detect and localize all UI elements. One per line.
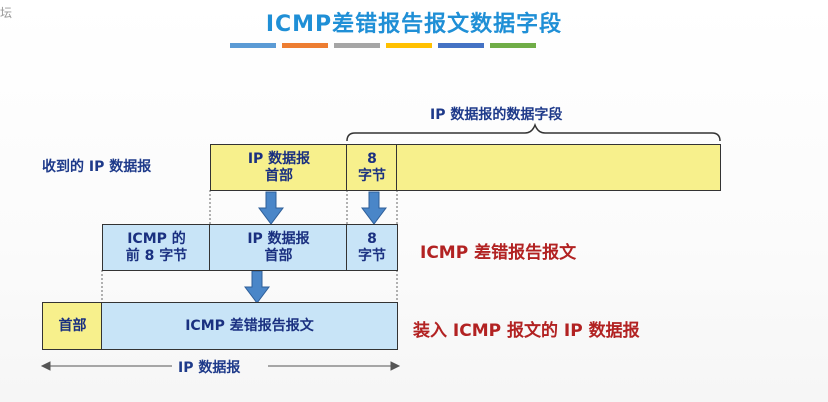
page-title: ICMP差错报告报文数据字段	[265, 12, 563, 37]
accent-bar-2	[282, 43, 328, 48]
received-ip-header-box: IP 数据报 首部	[210, 144, 348, 191]
accent-bar-1	[230, 43, 276, 48]
ip-data-field-label: IP 数据报的数据字段	[430, 107, 563, 123]
icmp-ip-header-box: IP 数据报 首部	[209, 224, 348, 271]
icmp-front-8bytes-box: ICMP 的 前 8 字节	[102, 224, 211, 271]
outer-header-text: 首部	[58, 317, 87, 334]
received-ip-header-text: IP 数据报 首部	[247, 150, 311, 184]
outer-icmp-body-text: ICMP 差错报告报文	[185, 317, 314, 334]
received-8bytes-text: 8 字节	[358, 150, 386, 184]
accent-bar-3	[334, 43, 380, 48]
arrow-icmp-down	[244, 270, 270, 304]
span-arrow-right-head	[390, 361, 401, 371]
span-arrow-left-head	[40, 361, 51, 371]
icmp-8bytes-text: 8 字节	[358, 230, 386, 264]
arrow-header-down	[258, 191, 284, 225]
ip-datagram-span-label: IP 数据报	[178, 360, 241, 376]
accent-bar-5	[438, 43, 484, 48]
data-field-brace	[346, 122, 721, 142]
icmp-error-label: ICMP 差错报告报文	[420, 243, 577, 263]
received-data-rest-box	[396, 144, 721, 191]
arrow-8bytes-down	[361, 191, 387, 225]
outer-icmp-body-box: ICMP 差错报告报文	[101, 302, 398, 350]
icmp-8bytes-box: 8 字节	[346, 224, 398, 271]
received-ip-label: 收到的 IP 数据报	[42, 159, 152, 175]
outer-datagram-label: 装入 ICMP 报文的 IP 数据报	[413, 321, 640, 341]
accent-bar-6	[490, 43, 536, 48]
outer-header-box: 首部	[42, 302, 103, 350]
icmp-ip-header-text: IP 数据报 首部	[247, 230, 310, 264]
received-8bytes-box: 8 字节	[346, 144, 398, 191]
icmp-front-8bytes-text: ICMP 的 前 8 字节	[125, 230, 188, 264]
accent-bar-4	[386, 43, 432, 48]
corner-watermark: 坛	[0, 6, 13, 20]
